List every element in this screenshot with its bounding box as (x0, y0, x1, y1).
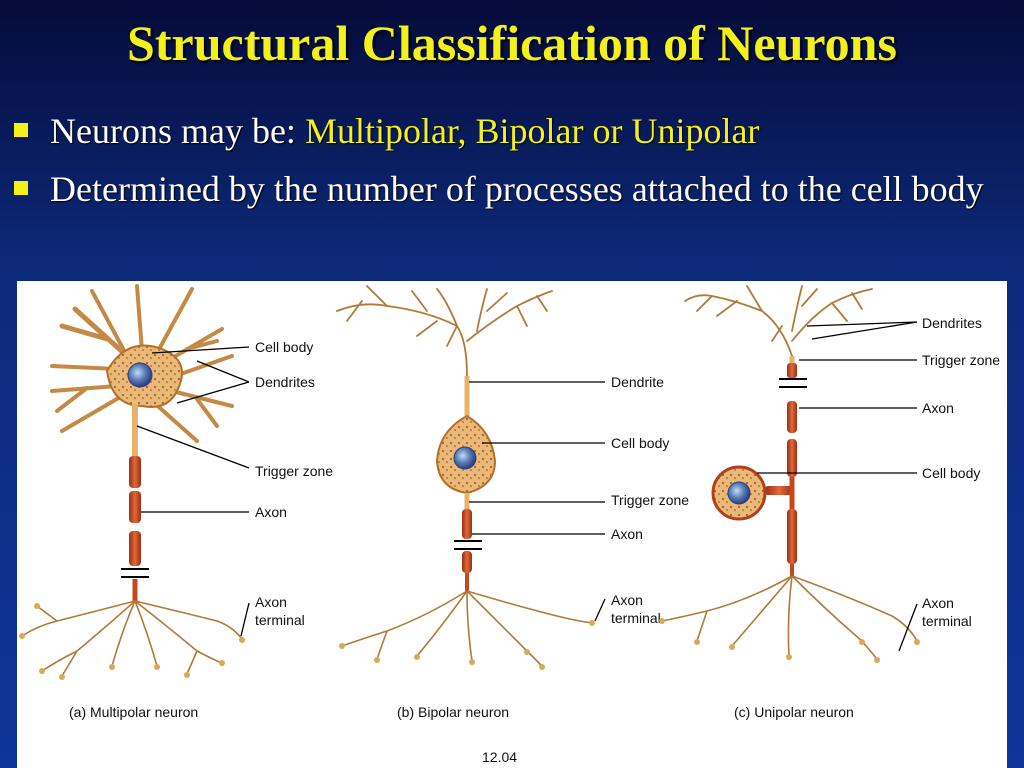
neuron-diagram: Cell body Dendrites Trigger zone Axon Ax… (19, 284, 1000, 765)
label-axon-terminal-line1: Axon (922, 595, 954, 611)
figure-number: 12.04 (482, 749, 517, 765)
myelin-segment (787, 509, 797, 564)
label-axon: Axon (922, 400, 954, 416)
myelin-segment (129, 456, 141, 488)
square-bullet-icon (14, 181, 28, 195)
label-cell-body: Cell body (611, 435, 669, 451)
bullet-item: Determined by the number of processes at… (14, 162, 1004, 216)
bullet-text: Neurons may be: (50, 111, 305, 151)
label-cell-body: Cell body (922, 465, 980, 481)
label-axon-terminal-line2: terminal (255, 612, 305, 628)
label-cell-body: Cell body (255, 339, 313, 355)
label-axon-terminal-line2: terminal (922, 613, 972, 629)
bipolar-axon-terminals (341, 590, 593, 667)
bipolar-dendrite-tree (336, 285, 553, 377)
slide-title: Structural Classification of Neurons (127, 15, 897, 71)
caption-unipolar: (c) Unipolar neuron (734, 704, 854, 720)
label-dendrites: Dendrites (255, 374, 315, 390)
myelin-segment (129, 491, 141, 523)
square-bullet-icon (14, 123, 28, 137)
label-trigger-zone: Trigger zone (611, 492, 689, 508)
myelin-segment (787, 439, 797, 477)
label-axon: Axon (611, 526, 643, 542)
bipolar-leader-lines (469, 381, 606, 622)
myelin-segment (787, 363, 797, 378)
unipolar-nucleus (727, 481, 751, 505)
myelin-segment (129, 531, 141, 566)
label-dendrites: Dendrites (922, 315, 982, 331)
myelin-segment (462, 509, 472, 539)
unipolar-leader-lines (757, 321, 918, 652)
neuron-figure: Cell body Dendrites Trigger zone Axon Ax… (17, 281, 1007, 768)
myelin-segment (765, 486, 793, 495)
bipolar-nucleus (453, 446, 477, 470)
myelin-segment (787, 401, 797, 433)
label-axon: Axon (255, 504, 287, 520)
caption-multipolar: (a) Multipolar neuron (69, 704, 198, 720)
label-axon-terminal-line2: terminal (611, 610, 661, 626)
unipolar-axon-terminals (661, 575, 918, 660)
multipolar-nucleus (127, 362, 153, 388)
bullet-text: Determined by the number of processes at… (50, 169, 984, 209)
label-trigger-zone: Trigger zone (922, 352, 1000, 368)
bullet-list: Neurons may be: Multipolar, Bipolar or U… (14, 104, 1004, 220)
caption-bipolar: (b) Bipolar neuron (397, 704, 509, 720)
label-trigger-zone: Trigger zone (255, 463, 333, 479)
label-dendrite: Dendrite (611, 374, 664, 390)
multipolar-axon-terminals (21, 600, 243, 677)
multipolar-neuron (50, 284, 234, 443)
multipolar-leader-lines (136, 346, 250, 637)
unipolar-dendrite-tree (684, 285, 873, 357)
myelin-segment (462, 551, 472, 573)
bullet-item: Neurons may be: Multipolar, Bipolar or U… (14, 104, 1004, 158)
label-axon-terminal-line1: Axon (611, 592, 643, 608)
label-axon-terminal-line1: Axon (255, 594, 287, 610)
bullet-highlight: Multipolar, Bipolar or Unipolar (304, 111, 760, 151)
